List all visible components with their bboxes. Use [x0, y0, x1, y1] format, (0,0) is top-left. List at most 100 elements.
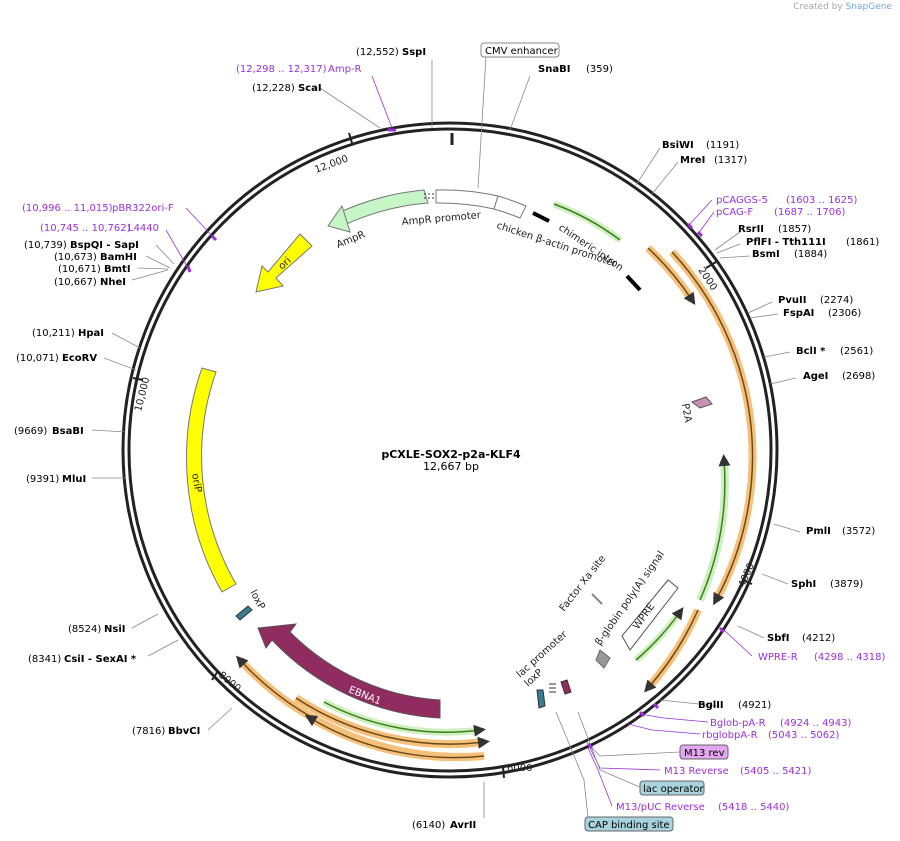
site-ecorv-name[interactable]: EcoRV — [62, 353, 97, 364]
leader-csii — [147, 639, 179, 657]
site-bamhi-name[interactable]: BamHI — [100, 252, 137, 263]
wpre-feature[interactable] — [621, 579, 679, 651]
site-bamhi-pos: (10,673) — [54, 252, 97, 263]
leader-pcagf — [697, 211, 715, 235]
cmv-enhancer-box[interactable] — [480, 42, 560, 58]
site-bmti-pos: (10,671) — [58, 264, 101, 275]
site-snabi-name[interactable]: SnaBI — [538, 64, 570, 75]
site-sspi-name[interactable]: SspI — [402, 47, 426, 58]
lac-operator-label: lac operator — [643, 784, 704, 795]
primer-marks — [186, 128, 726, 750]
leader-fspai — [749, 313, 779, 319]
factor-xa-feature[interactable] — [591, 593, 603, 605]
site-pflfi-name[interactable]: PflFI - Tth111I — [746, 237, 826, 248]
loxp-bottom-feature[interactable] — [560, 679, 572, 695]
primer-wpre-r-name[interactable]: WPRE-R — [758, 652, 798, 663]
site-bcli-name[interactable]: BclI * — [796, 346, 826, 357]
snapgene-brand: SnapGene — [845, 2, 892, 12]
site-mlui-name[interactable]: MluI — [62, 474, 86, 485]
site-rsrii-pos: (1857) — [778, 224, 811, 235]
leader-nhei — [131, 269, 169, 281]
cba-promoter-end-mark — [625, 274, 642, 292]
beta-globin-polya-feature[interactable] — [595, 649, 611, 669]
site-agei-name[interactable]: AgeI — [803, 371, 828, 382]
primer-pcaggs5-name[interactable]: pCAGGS-5 — [716, 195, 768, 206]
leader-pbr322ori-f — [185, 207, 215, 239]
primer-m13-reverse-name[interactable]: M13 Reverse — [664, 766, 729, 777]
site-bbvci-name[interactable]: BbvCI — [168, 726, 200, 737]
primer-pbr322ori-f-name[interactable]: pBR322ori-F — [112, 203, 174, 214]
site-bmti-name[interactable]: BmtI — [104, 264, 131, 275]
site-bsabi-pos: (9669) — [14, 426, 47, 437]
lac-operator-box[interactable] — [639, 780, 705, 796]
site-rsrii-name[interactable]: RsrII — [738, 224, 764, 235]
site-sbfi-name[interactable]: SbfI — [767, 633, 789, 644]
leader-bcli — [763, 351, 791, 358]
site-csii-name[interactable]: CsiI - SexAI * — [64, 654, 137, 665]
orf-green-lower-line — [635, 607, 684, 661]
ampr-arrowhead[interactable] — [327, 204, 351, 233]
site-avrii-pos: (6140) — [412, 820, 445, 831]
primer-amp-r-name[interactable]: Amp-R — [328, 64, 362, 75]
leader-wpre-r — [723, 629, 753, 657]
leader-l4440 — [165, 229, 189, 269]
tick-marks — [132, 132, 753, 779]
site-bsiwi-name[interactable]: BsiWI — [662, 140, 694, 151]
site-bglii-name[interactable]: BglII — [698, 700, 724, 711]
orip-feature[interactable] — [186, 367, 237, 593]
tick-10000 — [132, 377, 144, 381]
ori-feature[interactable] — [255, 233, 313, 293]
site-nhei-name[interactable]: NheI — [100, 277, 126, 288]
site-csii-pos: (8341) — [28, 654, 61, 665]
primer-l4440-name[interactable]: L4440 — [128, 223, 159, 234]
ampr-promoter-feature[interactable] — [435, 189, 499, 210]
site-pvuii-name[interactable]: PvuII — [778, 295, 806, 306]
primer-pcagf-name[interactable]: pCAG-F — [716, 207, 753, 218]
orf-right-outer[interactable] — [669, 249, 757, 602]
site-agei-pos: (2698) — [842, 371, 875, 382]
primer-pcaggs5-pos: (1603 .. 1625) — [786, 195, 858, 206]
leader-lac-operator — [577, 711, 643, 789]
site-ecorv-pos: (10,071) — [16, 353, 59, 364]
p2a-feature[interactable] — [690, 396, 713, 409]
site-scai-name[interactable]: ScaI — [298, 83, 322, 94]
cba-promoter-feature[interactable] — [493, 195, 527, 219]
site-bsabi-name[interactable]: BsaBI — [52, 426, 84, 437]
leader-scai — [319, 87, 381, 129]
cap-binding-site-box[interactable] — [584, 816, 674, 832]
orf-right-inner[interactable] — [645, 245, 696, 303]
site-pmli-name[interactable]: PmlI — [806, 526, 831, 537]
backbone-inner-ring — [127, 127, 773, 773]
site-bspqi-name[interactable]: BspQI - SapI — [70, 240, 139, 251]
loxp-left-feature[interactable] — [235, 605, 253, 621]
site-bsmi-name[interactable]: BsmI — [752, 249, 780, 260]
site-sphi-name[interactable]: SphI — [791, 579, 816, 590]
primer-bglob-pa-r-pos: (4924 .. 4943) — [780, 718, 852, 729]
site-hpai-name[interactable]: HpaI — [78, 328, 104, 339]
ebna1-feature[interactable] — [257, 623, 441, 719]
site-nsii-name[interactable]: NsiI — [104, 624, 125, 635]
mark-m13 — [586, 742, 594, 750]
site-mrei-name[interactable]: MreI — [680, 155, 705, 166]
site-fspai-name[interactable]: FspAI — [783, 308, 814, 319]
primer-bglob-pa-r-name[interactable]: Bglob-pA-R — [710, 718, 766, 729]
site-sphi-pos: (3879) — [830, 579, 863, 590]
created-by-text: Created by — [793, 2, 843, 12]
leader-sbfi — [737, 625, 765, 639]
primer-rbglobpa-r-name[interactable]: rbglobpA-R — [702, 730, 758, 741]
site-fspai-pos: (2306) — [828, 308, 861, 319]
leader-rsrii — [714, 231, 741, 251]
orf-green-right-line — [699, 454, 731, 601]
leader-bbvci — [207, 707, 233, 731]
primer-m13-puc-reverse-name[interactable]: M13/pUC Reverse — [616, 802, 705, 813]
mark-pcagf — [696, 230, 704, 238]
site-avrii-name[interactable]: AvrII — [450, 820, 476, 831]
site-pflfi-pos: (1861) — [846, 237, 879, 248]
cap-binding-site-label: CAP binding site — [588, 820, 670, 831]
orf-lower-right-line — [644, 609, 699, 693]
leader-bspqi — [155, 244, 175, 265]
m13-rev-label: M13 rev — [684, 748, 725, 759]
m13-rev-box[interactable] — [679, 744, 729, 760]
primer-wpre-r-pos: (4298 .. 4318) — [814, 652, 886, 663]
lac-promoter-feature[interactable] — [536, 689, 546, 709]
